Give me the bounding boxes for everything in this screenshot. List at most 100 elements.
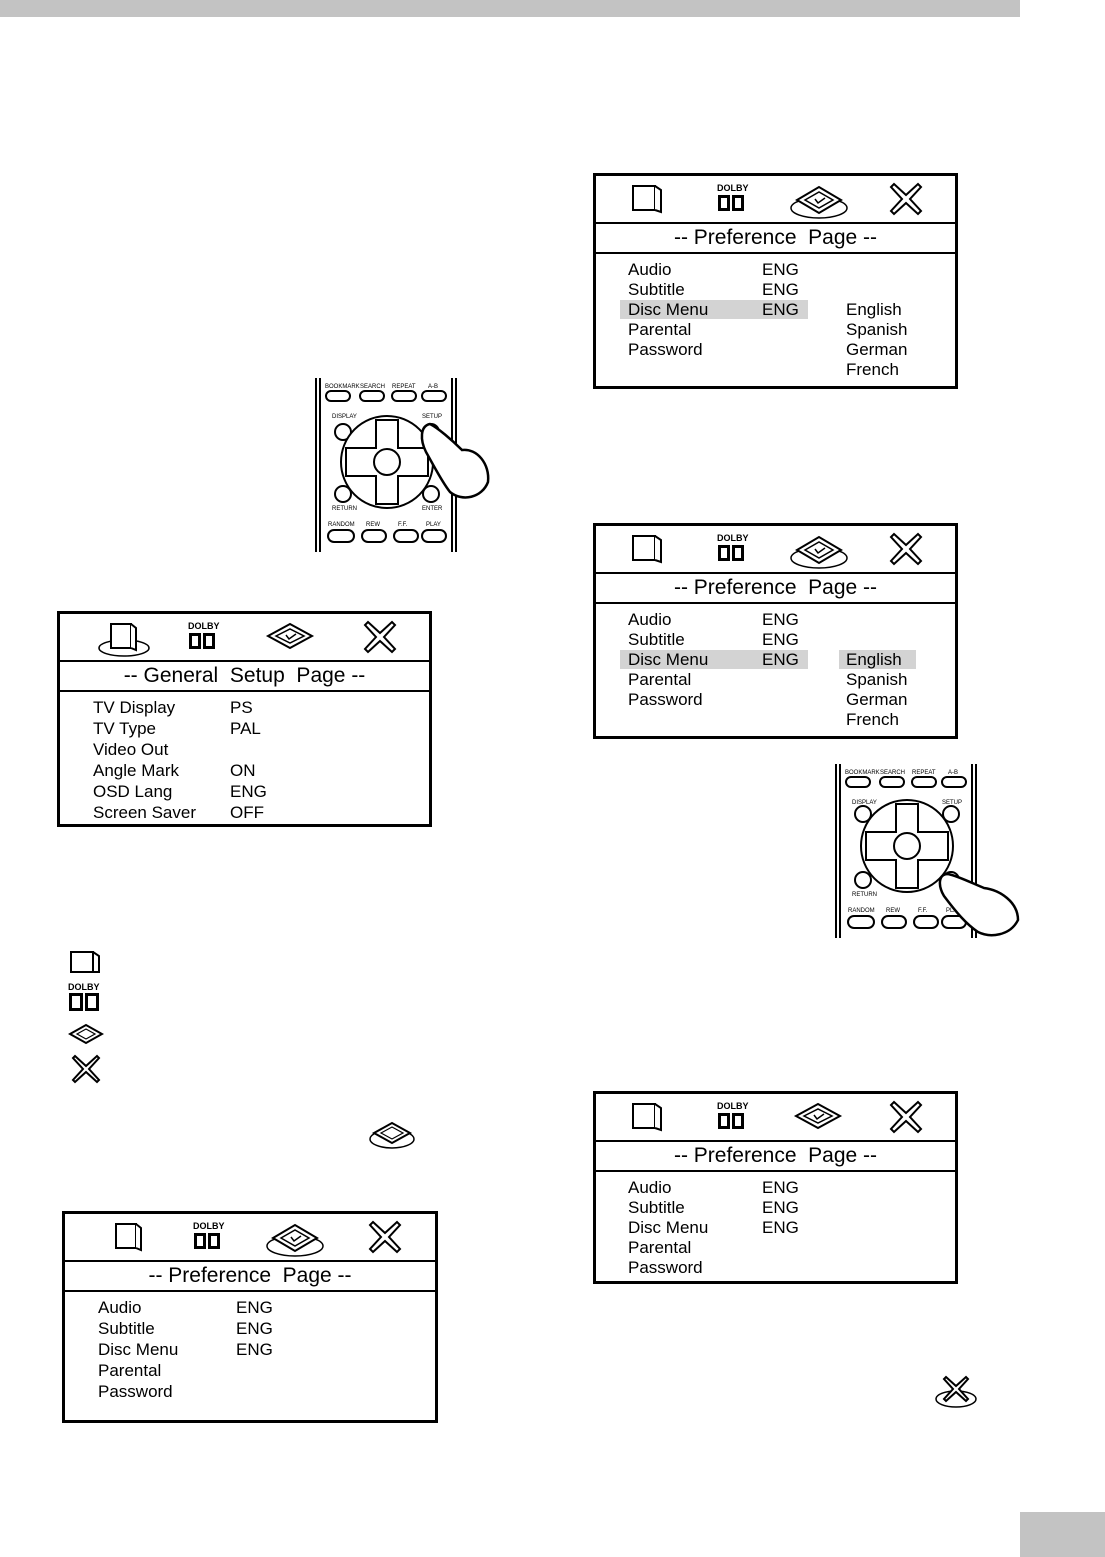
language-option[interactable]: Spanish	[846, 670, 908, 689]
row-label: Parental	[98, 1361, 162, 1380]
general-setup-legend-icon	[70, 951, 100, 973]
row-label: Parental	[628, 320, 692, 339]
search-label: SEARCH	[880, 770, 905, 776]
row-label: Audio	[98, 1298, 142, 1317]
preference-icon[interactable]	[264, 620, 316, 654]
preference-inline-icon	[369, 1121, 415, 1149]
exit-legend-icon	[71, 1054, 101, 1084]
exit-icon[interactable]	[889, 182, 923, 216]
general-setup-osd: DOLBY -- General Setup Page -- TV Displa…	[57, 611, 432, 827]
exit-icon[interactable]	[889, 1100, 923, 1134]
row-label: Angle Mark	[93, 761, 179, 780]
row-label: Subtitle	[628, 630, 685, 649]
row-label: Disc Menu	[628, 1218, 709, 1237]
dolby-label: DOLBY	[188, 621, 220, 631]
play-label: PLAY	[946, 908, 961, 914]
row-label: TV Display	[93, 698, 176, 717]
osd-icon-bar: DOLBY	[65, 1214, 435, 1262]
row-label: Subtitle	[628, 1198, 685, 1217]
row-label: Parental	[628, 670, 692, 689]
row-value: ENG	[762, 280, 799, 299]
audio-setup-icon[interactable]: DOLBY	[192, 1220, 226, 1256]
enter-label: ENTER	[422, 506, 443, 512]
row-value: ENG	[762, 610, 799, 629]
osd-title: -- General Setup Page --	[60, 662, 429, 692]
osd-title: -- Preference Page --	[596, 574, 955, 604]
finger-pointer	[938, 872, 1020, 937]
page-number-tab	[1020, 1512, 1105, 1557]
selected-option-highlight	[839, 650, 916, 669]
dolby-label: DOLBY	[717, 1101, 749, 1111]
language-option[interactable]: English	[846, 300, 902, 319]
exit-icon[interactable]	[889, 532, 923, 566]
bookmark-label: BOOKMARK	[845, 770, 880, 776]
dolby-legend-text: DOLBY	[68, 982, 100, 992]
osd-icon-bar: DOLBY	[596, 1094, 955, 1142]
dolby-label: DOLBY	[717, 533, 749, 543]
preference-icon[interactable]	[265, 1220, 325, 1258]
row-label: Disc Menu	[628, 300, 709, 319]
display-label: DISPLAY	[852, 800, 877, 806]
selected-row-highlight	[620, 650, 808, 669]
language-option[interactable]: Spanish	[846, 320, 908, 339]
audio-setup-icon[interactable]: DOLBY	[716, 182, 750, 218]
row-label: Parental	[628, 1238, 692, 1257]
row-label: Password	[628, 340, 703, 359]
ff-label: F.F.	[398, 522, 408, 528]
general-setup-icon[interactable]	[103, 1220, 155, 1258]
row-label: Audio	[628, 260, 672, 279]
preference-icon[interactable]	[792, 1100, 844, 1134]
language-option[interactable]: French	[846, 360, 899, 379]
rew-label: REW	[886, 908, 900, 914]
audio-setup-icon[interactable]: DOLBY	[716, 532, 750, 568]
ab-label: A-B	[428, 384, 438, 390]
row-value: ENG	[762, 1178, 799, 1197]
row-label: Disc Menu	[98, 1340, 179, 1359]
row-label: Audio	[628, 610, 672, 629]
selected-row-highlight	[620, 300, 808, 319]
random-label: RANDOM	[848, 908, 875, 914]
setup-label: SETUP	[422, 414, 442, 420]
row-value: ENG	[230, 782, 267, 801]
row-label: Subtitle	[98, 1319, 155, 1338]
remote-enter-illustration: BOOKMARK SEARCH REPEAT A-B DISPLAY SETUP…	[835, 764, 1020, 938]
row-value: ENG	[762, 650, 799, 669]
exit-inline-icon	[935, 1375, 977, 1408]
exit-icon[interactable]	[363, 620, 397, 654]
dolby-legend-icon: DOLBY	[68, 982, 100, 1011]
osd-icon-bar: DOLBY	[596, 526, 955, 574]
language-option[interactable]: German	[846, 690, 908, 709]
osd-icon-bar: DOLBY	[60, 614, 429, 662]
row-label: Screen Saver	[93, 803, 196, 822]
row-label: Audio	[628, 1178, 672, 1197]
language-option[interactable]: French	[846, 710, 899, 729]
language-option[interactable]: German	[846, 340, 908, 359]
ab-label: A-B	[948, 770, 958, 776]
remote-setup-illustration: BOOKMARK SEARCH REPEAT A-B DISPLAY SETUP…	[315, 378, 490, 552]
row-value: ENG	[762, 1198, 799, 1217]
language-option-selected[interactable]: English	[846, 650, 902, 669]
audio-setup-icon[interactable]: DOLBY	[187, 620, 221, 656]
preference-icon[interactable]	[789, 532, 849, 570]
audio-setup-icon[interactable]: DOLBY	[716, 1100, 750, 1136]
preference-icon[interactable]	[789, 182, 849, 220]
row-value: ENG	[236, 1340, 273, 1359]
osd-title: -- Preference Page --	[596, 224, 955, 254]
exit-icon[interactable]	[368, 1220, 402, 1254]
osd-title: -- Preference Page --	[596, 1142, 955, 1172]
general-setup-icon[interactable]	[629, 182, 669, 218]
row-label: TV Type	[93, 719, 156, 738]
row-label: Subtitle	[628, 280, 685, 299]
osd-icon-bar: DOLBY	[596, 176, 955, 224]
bookmark-label: BOOKMARK	[325, 384, 360, 390]
general-setup-icon[interactable]	[629, 1100, 669, 1136]
general-setup-icon[interactable]	[629, 532, 669, 568]
rew-label: REW	[366, 522, 380, 528]
display-label: DISPLAY	[332, 414, 357, 420]
repeat-label: REPEAT	[912, 770, 936, 776]
general-setup-icon[interactable]	[98, 620, 150, 658]
dolby-label: DOLBY	[193, 1221, 225, 1231]
row-label: Password	[98, 1382, 173, 1401]
